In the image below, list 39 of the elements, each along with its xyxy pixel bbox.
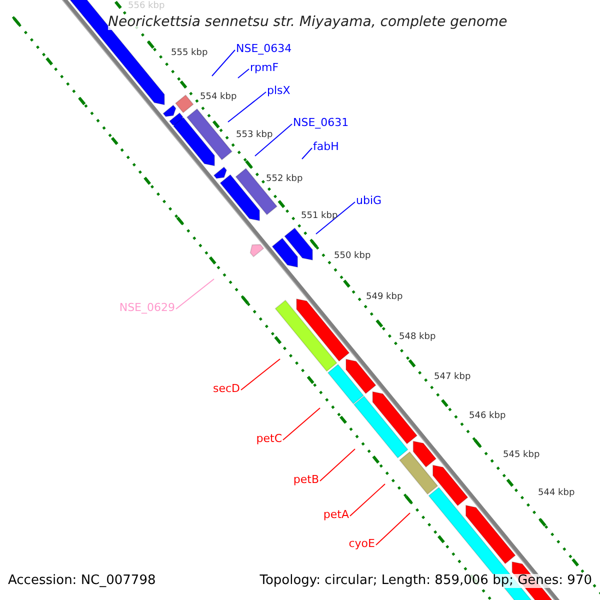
- leader-line: [240, 358, 280, 390]
- position-label: 551 kbp: [301, 212, 338, 222]
- gene-label: rpmF: [250, 62, 279, 74]
- leader-line: [350, 484, 386, 516]
- leader-line: [316, 202, 356, 234]
- position-label: 555 kbp: [171, 49, 208, 59]
- gene-label: NSE_0629: [119, 302, 175, 314]
- map-title: Neorickettsia sennetsu str. Miyayama, complete genome: [108, 15, 508, 30]
- leader-line: [302, 148, 312, 160]
- position-label: 544 kbp: [538, 489, 575, 499]
- position-label: 548 kbp: [399, 333, 436, 343]
- gene-label: cyoE: [348, 538, 375, 550]
- leader-line: [176, 278, 214, 310]
- leader-line: [282, 408, 320, 440]
- gene-label: petA: [323, 509, 349, 522]
- position-label: 550 kbp: [334, 252, 371, 262]
- gene-label: plsX: [267, 85, 290, 98]
- genome-summary-label: Topology: circular; Length: 859,006 bp; Genes: 970: [260, 574, 592, 588]
- position-label: 553 kbp: [236, 131, 273, 141]
- leader-line: [254, 124, 292, 156]
- gene-label: ubiG: [356, 195, 382, 208]
- gene-label: petB: [293, 474, 319, 486]
- position-label: 552 kbp: [266, 175, 303, 185]
- leader-line: [320, 448, 356, 482]
- position-label: 549 kbp: [366, 293, 403, 303]
- position-label: 547 kbp: [434, 373, 471, 383]
- leader-line: [212, 50, 236, 76]
- position-label: 546 kbp: [469, 412, 506, 422]
- position-label: 545 kbp: [503, 451, 540, 461]
- position-label: 554 kbp: [200, 93, 237, 103]
- leader-line: [228, 92, 266, 122]
- accession-label: Accession: NC_007798: [8, 574, 156, 588]
- leader-line: [376, 512, 410, 546]
- gene-label: fabH: [313, 141, 339, 154]
- gene-label: NSE_0634: [236, 43, 292, 56]
- gene-label: petC: [256, 433, 282, 446]
- gene-label: NSE_0631: [293, 117, 349, 130]
- gene-label: secD: [212, 383, 240, 396]
- leader-line: [238, 68, 250, 78]
